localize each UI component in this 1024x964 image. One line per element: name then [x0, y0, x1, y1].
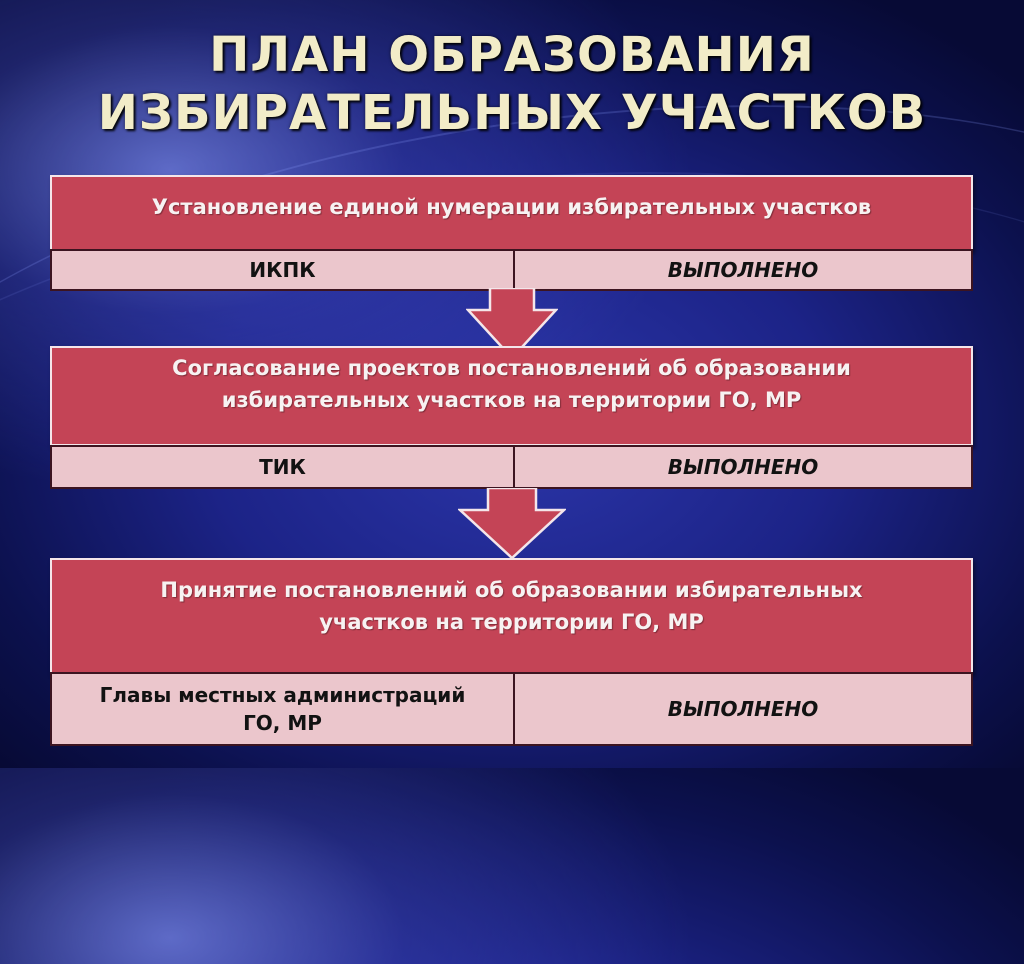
step-2-status-cell: ВЫПОЛНЕНО	[515, 447, 971, 487]
step-1-status-row: ИКПК ВЫПОЛНЕНО	[50, 249, 973, 291]
step-2-status-row: ТИК ВЫПОЛНЕНО	[50, 445, 973, 489]
step-3-status: ВЫПОЛНЕНО	[667, 697, 819, 721]
step-3-responsible-line-1: Главы местных администраций	[99, 683, 466, 707]
step-1-status-cell: ВЫПОЛНЕНО	[515, 251, 971, 289]
step-1-responsible-line-1: ИКПК	[249, 258, 316, 282]
step-1-responsible-cell: ИКПК	[52, 251, 513, 289]
title-line-2: ИЗБИРАТЕЛЬНЫХ УЧАСТКОВ	[97, 85, 927, 141]
step-1-box: Установление единой нумерации избиратель…	[50, 175, 973, 251]
step-2-box: Согласование проектов постановлений об о…	[50, 346, 973, 446]
step-3-responsible-cell: Главы местных администраций ГО, МР	[52, 674, 513, 744]
step-2-status: ВЫПОЛНЕНО	[667, 455, 819, 479]
step-2-text-line-2: избирательных участков на территории ГО,…	[221, 388, 802, 412]
step-1-text-line-1: Установление единой нумерации избиратель…	[151, 195, 872, 219]
step-3-status-row: Главы местных администраций ГО, МР ВЫПОЛ…	[50, 672, 973, 746]
title-line-1: ПЛАН ОБРАЗОВАНИЯ	[209, 27, 815, 83]
step-3-text-line-2: участков на территории ГО, МР	[319, 610, 704, 634]
step-2-responsible-line-1: ТИК	[259, 455, 306, 479]
step-3-box: Принятие постановлений об образовании из…	[50, 558, 973, 674]
slide-title: ПЛАН ОБРАЗОВАНИЯ ИЗБИРАТЕЛЬНЫХ УЧАСТКОВ	[0, 26, 1024, 142]
step-2-text-line-1: Согласование проектов постановлений об о…	[172, 356, 851, 380]
step-3-status-cell: ВЫПОЛНЕНО	[515, 674, 971, 744]
arrow-down-icon-2	[458, 488, 566, 560]
step-3-text-line-1: Принятие постановлений об образовании из…	[160, 578, 863, 602]
arrow-down-icon-1	[466, 288, 558, 360]
step-3-responsible-line-2: ГО, МР	[243, 711, 322, 735]
step-1-status: ВЫПОЛНЕНО	[667, 258, 819, 282]
step-2-responsible-cell: ТИК	[52, 447, 513, 487]
